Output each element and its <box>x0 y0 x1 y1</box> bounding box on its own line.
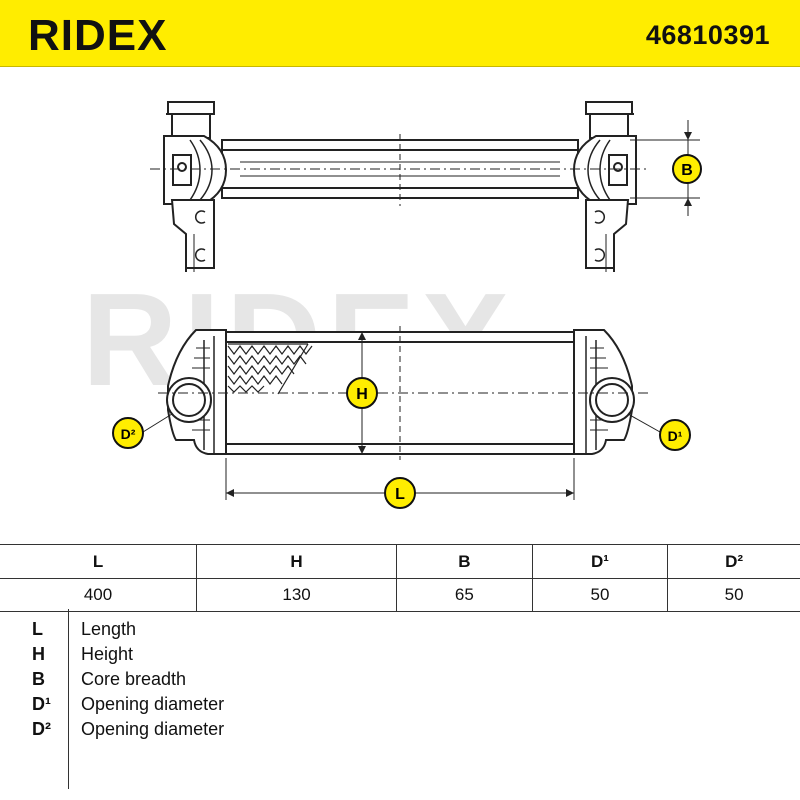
svg-text:L: L <box>395 486 405 503</box>
spec-value-b: 65 <box>396 578 533 612</box>
legend-desc: Length <box>81 619 137 639</box>
spec-header-b: B <box>396 544 533 579</box>
technical-drawing: RIDEX <box>82 101 702 509</box>
legend-key: H <box>32 644 45 664</box>
spec-value-l: 400 <box>0 578 198 612</box>
legend-item: H Height <box>0 644 800 669</box>
front-view <box>142 326 661 500</box>
svg-text:RIDEX: RIDEX <box>28 12 167 56</box>
spec-value-h: 130 <box>196 578 398 612</box>
spec-header-l: L <box>0 544 198 579</box>
legend-desc: Opening diameter <box>81 694 225 714</box>
svg-text:H: H <box>356 386 368 403</box>
legend-item: L Length <box>0 619 800 644</box>
svg-text:D²: D² <box>121 426 136 442</box>
legend-key: D¹ <box>32 694 51 714</box>
legend-key: L <box>32 619 43 639</box>
dimension-d2-marker: D² <box>112 417 144 449</box>
legend-item: D² Opening diameter <box>0 719 800 744</box>
brand-logo: RIDEX <box>28 12 167 56</box>
dimension-h-marker: H <box>346 377 378 409</box>
legend-item: D¹ Opening diameter <box>0 694 800 719</box>
legend-item: B Core breadth <box>0 669 800 694</box>
dimension-b-marker: B <box>672 154 702 184</box>
spec-value-d2: 50 <box>667 578 800 612</box>
spec-table-value-row: 400 130 65 50 50 <box>0 578 800 612</box>
legend-key: D² <box>32 719 51 739</box>
spec-table: L H B D¹ D² 400 130 65 50 50 <box>0 544 800 612</box>
legend-key: B <box>32 669 45 689</box>
dimension-l-marker: L <box>384 477 416 509</box>
spec-value-d1: 50 <box>531 578 669 612</box>
legend-desc: Height <box>81 644 134 664</box>
legend-desc: Core breadth <box>81 669 187 689</box>
dimension-d1-marker: D¹ <box>659 419 691 451</box>
spec-table-header-row: L H B D¹ D² <box>0 544 800 579</box>
header-bar: RIDEX 46810391 <box>0 0 800 67</box>
svg-text:B: B <box>681 162 693 179</box>
part-number: 46810391 <box>645 20 770 50</box>
top-view <box>150 101 700 272</box>
spec-header-d2: D² <box>667 544 800 579</box>
legend-divider <box>68 609 69 789</box>
legend-desc: Opening diameter <box>81 719 225 739</box>
spec-header-d1: D¹ <box>531 544 669 579</box>
svg-text:D¹: D¹ <box>668 428 683 444</box>
legend: L Length H Height B Core breadth D¹ Open… <box>0 609 800 800</box>
spec-header-h: H <box>196 544 398 579</box>
